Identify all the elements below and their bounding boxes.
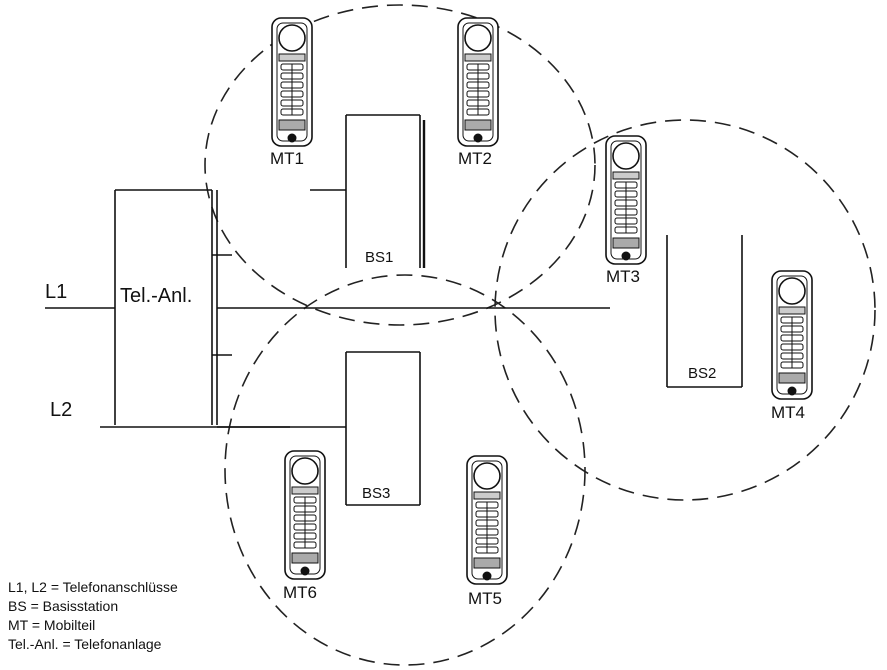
base-station-bs2: BS2 (666, 235, 743, 388)
handset-mt3: MT3 (605, 135, 647, 286)
mt5-label: MT5 (468, 589, 502, 608)
mt2-label: MT2 (458, 149, 492, 168)
base-station-bs3: BS3 (345, 351, 421, 506)
line-l1-label: L1 (45, 281, 67, 303)
handset-mt6: MT6 (283, 450, 326, 602)
handset-mt1: MT1 (270, 17, 313, 168)
handset-mt2: MT2 (457, 17, 499, 168)
mt4-label: MT4 (771, 403, 805, 422)
base-station-bs1: BS1 (345, 114, 426, 268)
mt1-label: MT1 (270, 149, 304, 168)
pbx-unit: Tel.-Anl. (114, 189, 232, 425)
line-l2-label: L2 (50, 399, 72, 421)
bs1-label: BS1 (365, 249, 393, 266)
mt3-label: MT3 (606, 267, 640, 286)
bs2-label: BS2 (688, 365, 716, 382)
legend: L1, L2 = Telefonanschlüsse BS = Basissta… (8, 579, 178, 652)
pbx-label: Tel.-Anl. (120, 285, 192, 307)
line-l1: L1 (45, 281, 115, 309)
legend-item: BS = Basisstation (8, 598, 118, 614)
coverage-zone-bs2 (494, 119, 876, 501)
handset-mt4: MT4 (771, 270, 813, 422)
bs3-label: BS3 (362, 485, 390, 502)
legend-item: Tel.-Anl. = Telefonanlage (8, 636, 162, 652)
coverage-zone-bs1 (204, 4, 596, 326)
mt6-label: MT6 (283, 583, 317, 602)
line-l2: L2 (50, 399, 290, 428)
handset-mt5: MT5 (466, 455, 508, 608)
coverage-zone-bs3 (224, 274, 586, 666)
legend-item: MT = Mobilteil (8, 617, 95, 633)
coverage-zones (204, 4, 876, 666)
pbx-connections (217, 189, 610, 428)
legend-item: L1, L2 = Telefonanschlüsse (8, 579, 178, 595)
